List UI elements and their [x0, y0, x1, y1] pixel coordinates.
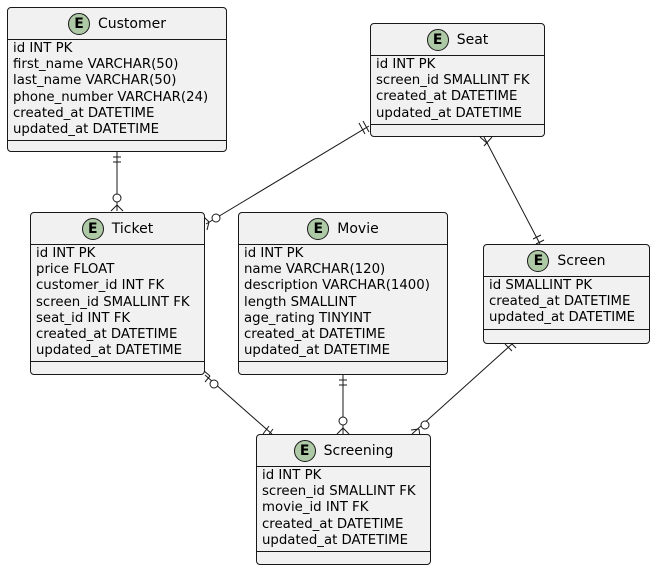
entity-ticket[interactable]: E Ticket id INT PK price FLOAT customer_…	[30, 212, 205, 375]
entity-attributes: id INT PK first_name VARCHAR(50) last_na…	[8, 40, 226, 140]
entity-attributes: id INT PK screen_id SMALLINT FK movie_id…	[257, 467, 430, 551]
attribute: seat_id INT FK	[36, 310, 131, 326]
entity-name: Seat	[456, 31, 489, 48]
entity-name: Ticket	[111, 220, 154, 237]
entity-badge-icon: E	[426, 28, 449, 51]
attribute: created_at DATETIME	[489, 294, 631, 310]
attribute: updated_at DATETIME	[244, 343, 391, 359]
entity-header: E Seat	[371, 24, 544, 56]
entity-badge-icon: E	[81, 217, 104, 240]
entity-footer	[239, 361, 447, 369]
attribute: name VARCHAR(120)	[244, 262, 386, 278]
entity-header: E Customer	[8, 8, 226, 40]
entity-header: E Ticket	[31, 213, 204, 245]
attribute: length SMALLINT	[244, 294, 357, 310]
entity-name: Movie	[337, 220, 379, 237]
entity-seat[interactable]: E Seat id INT PK screen_id SMALLINT FK c…	[370, 23, 545, 137]
attribute: description VARCHAR(1400)	[244, 278, 430, 294]
attribute: price FLOAT	[36, 262, 115, 278]
entity-header: E Screening	[257, 435, 430, 467]
entity-footer	[8, 140, 226, 148]
attribute: id INT PK	[262, 468, 322, 483]
attribute: created_at DATETIME	[262, 516, 404, 532]
attribute: created_at DATETIME	[13, 105, 155, 121]
entity-footer	[371, 123, 544, 132]
attribute: screen_id SMALLINT FK	[36, 294, 190, 310]
relation-seat-screen	[479, 136, 545, 245]
entity-footer	[484, 328, 649, 337]
attribute: updated_at DATETIME	[36, 343, 183, 359]
entity-name: Screening	[323, 442, 394, 459]
entity-attributes: id INT PK screen_id SMALLINT FK created_…	[371, 56, 544, 124]
entity-attributes: id SMALLINT PK created_at DATETIME updat…	[484, 277, 649, 329]
attribute: updated_at DATETIME	[376, 105, 523, 121]
attribute: phone_number VARCHAR(24)	[13, 89, 209, 105]
attribute: id INT PK	[244, 246, 304, 261]
entity-badge-icon: E	[527, 249, 550, 272]
entity-header: E Screen	[484, 245, 649, 277]
entity-attributes: id INT PK name VARCHAR(120) description …	[239, 245, 447, 361]
attribute: created_at DATETIME	[244, 327, 386, 343]
entity-badge-icon: E	[67, 12, 90, 35]
attribute: age_rating TINYINT	[244, 310, 372, 326]
attribute: created_at DATETIME	[376, 89, 518, 105]
entity-footer	[31, 361, 204, 369]
attribute: screen_id SMALLINT FK	[262, 484, 416, 500]
attribute: updated_at DATETIME	[262, 532, 409, 548]
attribute: id SMALLINT PK	[489, 278, 593, 293]
entity-attributes: id INT PK price FLOAT customer_id INT FK…	[31, 245, 204, 361]
attribute: updated_at DATETIME	[13, 122, 160, 138]
attribute: id INT PK	[36, 246, 96, 261]
relation-ticket-screening	[202, 369, 274, 438]
entity-footer	[257, 551, 430, 559]
entity-customer[interactable]: E Customer id INT PK first_name VARCHAR(…	[7, 7, 227, 152]
entity-movie[interactable]: E Movie id INT PK name VARCHAR(120) desc…	[238, 212, 448, 375]
attribute: id INT PK	[376, 57, 436, 72]
attribute: customer_id INT FK	[36, 278, 165, 294]
attribute: movie_id INT FK	[262, 500, 369, 516]
relation-seat-ticket	[202, 120, 370, 231]
entity-screen[interactable]: E Screen id SMALLINT PK created_at DATET…	[483, 244, 650, 344]
entity-badge-icon: E	[307, 217, 330, 240]
relation-customer-ticket	[110, 151, 124, 212]
entity-name: Screen	[557, 252, 606, 269]
entity-name: Customer	[97, 15, 166, 32]
relation-movie-screening	[336, 375, 350, 435]
attribute: created_at DATETIME	[36, 327, 178, 343]
entity-screening[interactable]: E Screening id INT PK screen_id SMALLINT…	[256, 434, 431, 565]
entity-badge-icon: E	[293, 439, 316, 462]
attribute: screen_id SMALLINT FK	[376, 73, 530, 89]
attribute: id INT PK	[13, 41, 73, 56]
attribute: last_name VARCHAR(50)	[13, 73, 177, 89]
attribute: updated_at DATETIME	[489, 310, 636, 326]
attribute: first_name VARCHAR(50)	[13, 57, 179, 73]
entity-header: E Movie	[239, 213, 447, 245]
